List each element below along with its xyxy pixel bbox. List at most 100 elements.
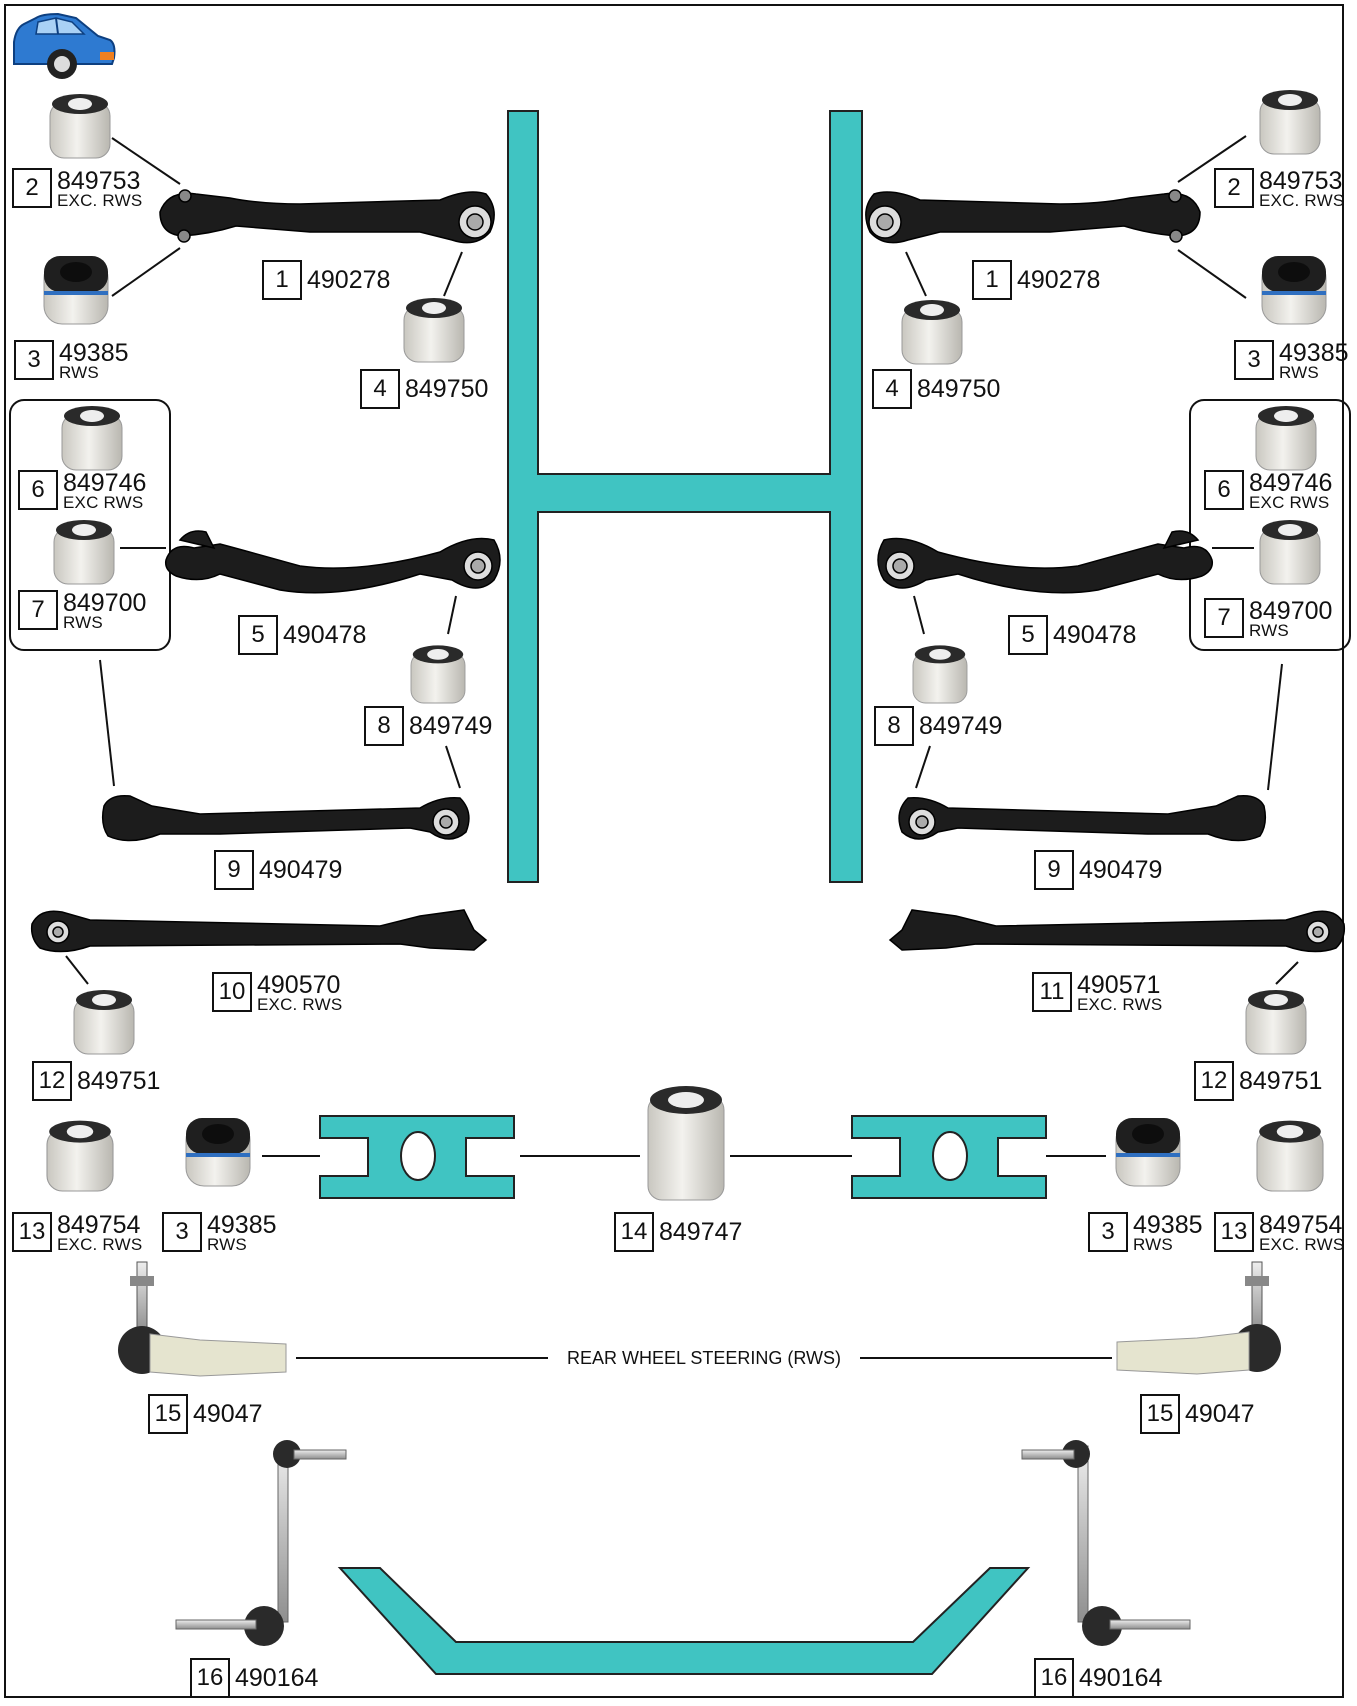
part-note: RWS bbox=[63, 613, 103, 632]
callout-number: 3 bbox=[162, 1212, 202, 1252]
part-number: 849749 bbox=[919, 712, 1003, 740]
tie-rod-ends bbox=[118, 1261, 1281, 1377]
label-15-right: 15 49047 bbox=[1140, 1394, 1255, 1434]
label-16-left: 16 490164 bbox=[190, 1658, 318, 1698]
part-note: RWS bbox=[207, 1235, 247, 1254]
part-number: 849746 bbox=[1249, 469, 1333, 497]
label-16-right: 16 490164 bbox=[1034, 1658, 1162, 1698]
part-number: 849750 bbox=[917, 375, 1001, 403]
bushing-group-box-left bbox=[9, 399, 171, 651]
part-note: RWS bbox=[1133, 1235, 1173, 1254]
label-15-left: 15 49047 bbox=[148, 1394, 263, 1434]
part-number: 49385 bbox=[1133, 1211, 1203, 1239]
label-12-left: 12 849751 bbox=[32, 1061, 160, 1101]
label-12-right: 12 849751 bbox=[1194, 1061, 1322, 1101]
part-number: 849753 bbox=[57, 167, 141, 195]
callout-number: 1 bbox=[262, 260, 302, 300]
callout-number: 15 bbox=[148, 1394, 188, 1434]
part-note: RWS bbox=[1279, 363, 1319, 382]
callout-number: 3 bbox=[14, 340, 54, 380]
part-number: 490479 bbox=[259, 856, 343, 884]
label-9-right: 9 490479 bbox=[1034, 850, 1162, 890]
callout-number: 16 bbox=[190, 1658, 230, 1698]
callout-number: 2 bbox=[12, 168, 52, 208]
part-note: EXC. RWS bbox=[1077, 995, 1163, 1014]
callout-number: 4 bbox=[360, 369, 400, 409]
cross-member-left bbox=[319, 1115, 1047, 1199]
part-number: 849754 bbox=[1259, 1211, 1343, 1239]
part-number: 490571 bbox=[1077, 971, 1161, 999]
part-number: 490164 bbox=[235, 1664, 319, 1692]
part-number: 490164 bbox=[1079, 1664, 1163, 1692]
callout-number: 9 bbox=[1034, 850, 1074, 890]
part-number: 49047 bbox=[1185, 1400, 1255, 1428]
callout-number: 15 bbox=[1140, 1394, 1180, 1434]
control-arms bbox=[30, 189, 1346, 953]
part-number: 849751 bbox=[77, 1067, 161, 1095]
part-note: EXC. RWS bbox=[57, 1235, 143, 1254]
callout-number: 6 bbox=[18, 470, 58, 510]
stabilizer-bar bbox=[337, 1567, 1031, 1675]
part-number: 490479 bbox=[1079, 856, 1163, 884]
part-number: 849749 bbox=[409, 712, 493, 740]
part-note: EXC RWS bbox=[63, 493, 144, 512]
callout-number: 11 bbox=[1032, 972, 1072, 1012]
part-number: 490478 bbox=[283, 621, 367, 649]
callout-number: 7 bbox=[18, 590, 58, 630]
stabilizer-links bbox=[175, 1440, 1191, 1646]
bushing-group-box-right bbox=[1189, 399, 1351, 651]
callout-number: 14 bbox=[614, 1212, 654, 1252]
subframe-h bbox=[507, 110, 863, 883]
label-4-right: 4 849750 bbox=[872, 369, 1000, 409]
part-number: 849750 bbox=[405, 375, 489, 403]
part-note: EXC. RWS bbox=[257, 995, 343, 1014]
rws-caption: REAR WHEEL STEERING (RWS) bbox=[548, 1346, 860, 1370]
callout-number: 3 bbox=[1234, 340, 1274, 380]
callout-number: 1 bbox=[972, 260, 1012, 300]
bushings bbox=[43, 89, 1327, 1201]
label-5-left: 5 490478 bbox=[238, 615, 366, 655]
part-note: RWS bbox=[59, 363, 99, 382]
callout-number: 12 bbox=[32, 1061, 72, 1101]
label-1-right: 1 490278 bbox=[972, 260, 1100, 300]
callout-number: 7 bbox=[1204, 598, 1244, 638]
callout-number: 13 bbox=[12, 1212, 52, 1252]
callout-number: 6 bbox=[1204, 470, 1244, 510]
part-number: 849754 bbox=[57, 1211, 141, 1239]
callout-number: 13 bbox=[1214, 1212, 1254, 1252]
label-14: 14 849747 bbox=[614, 1212, 742, 1252]
part-number: 849700 bbox=[1249, 597, 1333, 625]
leader-lines bbox=[65, 135, 1299, 1359]
label-4-left: 4 849750 bbox=[360, 369, 488, 409]
part-note: EXC. RWS bbox=[1259, 191, 1345, 210]
part-number: 849751 bbox=[1239, 1067, 1323, 1095]
part-number: 490278 bbox=[1017, 266, 1101, 294]
callout-number: 12 bbox=[1194, 1061, 1234, 1101]
label-1-left: 1 490278 bbox=[262, 260, 390, 300]
callout-number: 2 bbox=[1214, 168, 1254, 208]
callout-number: 10 bbox=[212, 972, 252, 1012]
part-number: 49385 bbox=[207, 1211, 277, 1239]
part-number: 490278 bbox=[307, 266, 391, 294]
callout-number: 8 bbox=[874, 706, 914, 746]
part-note: EXC RWS bbox=[1249, 493, 1330, 512]
label-9-left: 9 490479 bbox=[214, 850, 342, 890]
part-number: 849746 bbox=[63, 469, 147, 497]
part-note: EXC. RWS bbox=[57, 191, 143, 210]
part-number: 49385 bbox=[1279, 339, 1349, 367]
